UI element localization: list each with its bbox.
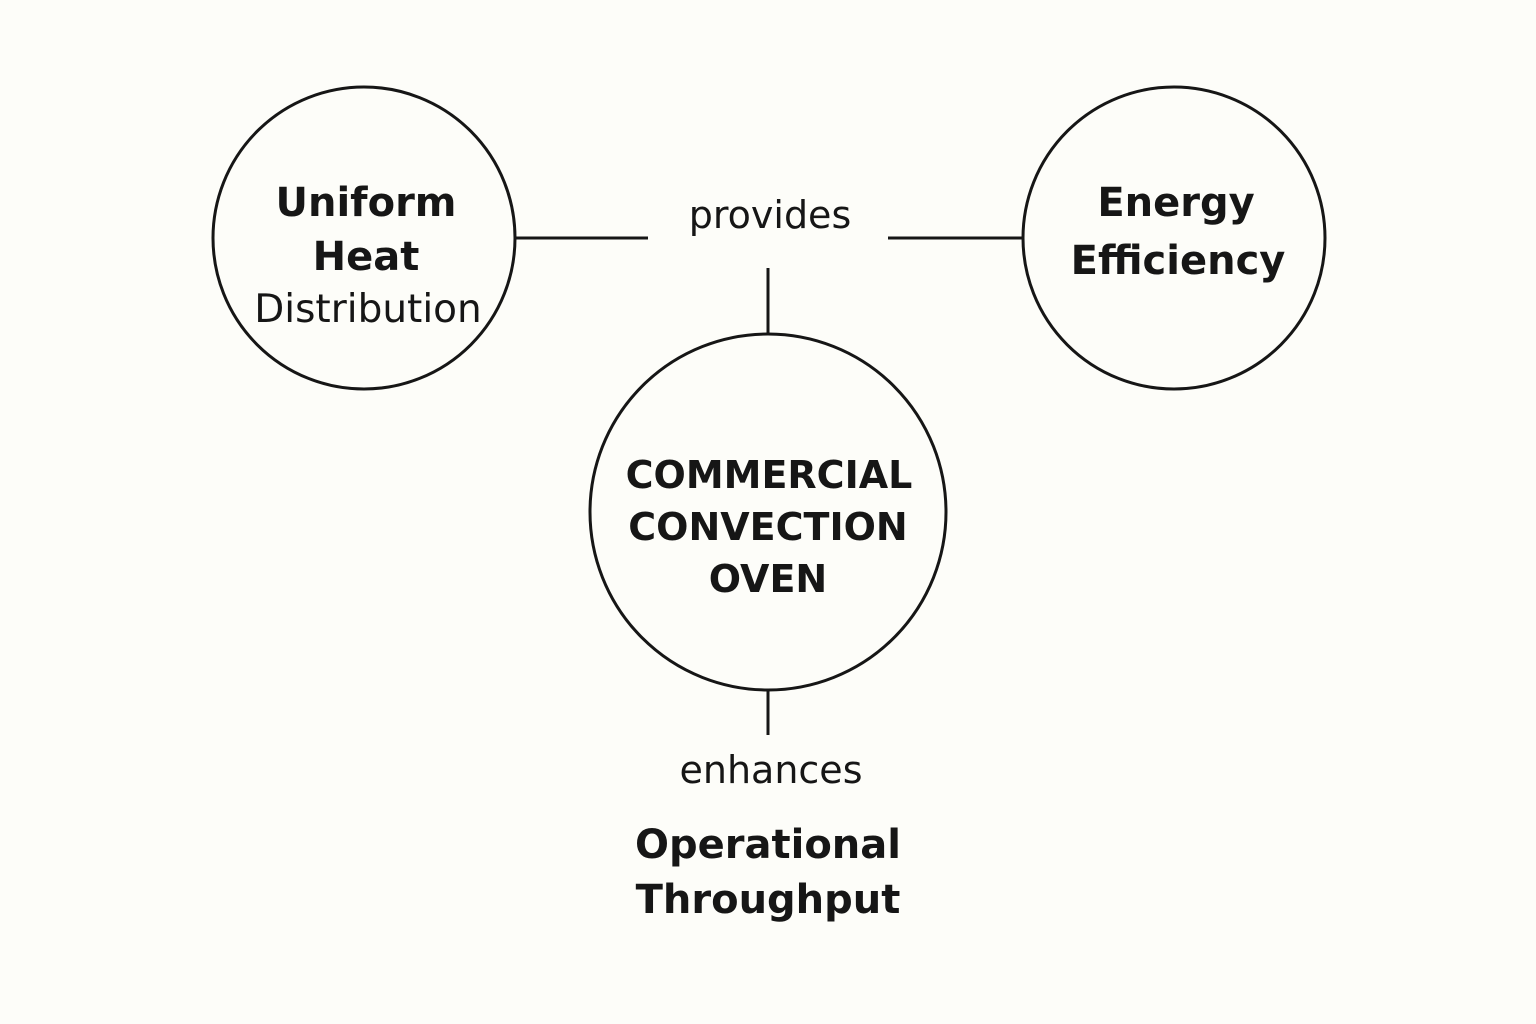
node-uniform-heat-distribution: Uniform Heat Distribution [211,85,517,391]
node-operational-throughput: Operational Throughput [635,822,901,923]
node-label-line: Throughput [636,877,901,923]
node-circle [211,85,517,391]
node-commercial-convection-oven: COMMERCIAL CONVECTION OVEN [588,332,948,692]
node-label-line: Heat [313,234,420,280]
node-label-line: Operational [635,822,901,868]
node-circle [1021,85,1327,391]
node-label-line: Distribution [254,287,482,332]
node-circle [588,332,948,692]
edge-label-provides: provides [689,193,852,237]
node-energy-efficiency: Energy Efficiency [1021,85,1327,391]
node-label-line: OVEN [709,557,827,601]
node-label-line: Uniform [276,180,457,226]
node-label-line: Efficiency [1071,238,1286,284]
node-label-line: CONVECTION [628,505,907,549]
node-label-line: Energy [1097,180,1254,226]
edge-label-enhances: enhances [680,748,863,792]
node-label-line: COMMERCIAL [626,453,913,497]
